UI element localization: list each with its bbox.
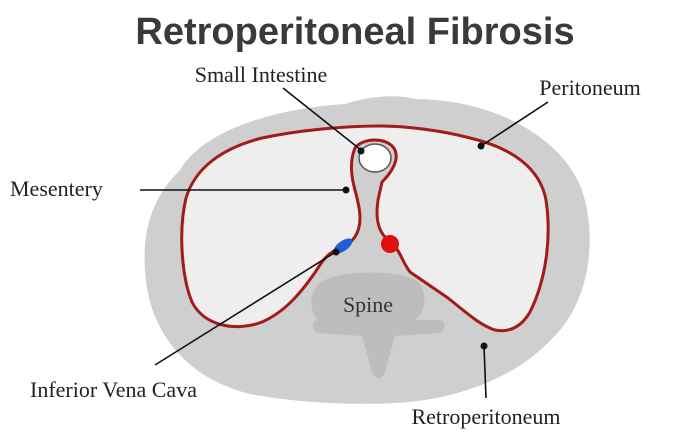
leader-inferior-vena-cava	[154, 252, 335, 366]
small-intestine-loop	[358, 143, 392, 173]
leader-small-intestine	[282, 87, 362, 151]
aorta	[381, 235, 399, 253]
dot-peritoneum	[477, 142, 485, 150]
dot-small-intestine	[357, 147, 365, 155]
label-small-intestine: Small Intestine	[195, 62, 328, 87]
dot-mesentery	[342, 186, 350, 194]
spine-shape	[311, 272, 445, 378]
dot-inferior-vena-cava	[332, 248, 340, 256]
diagram-title: Retroperitoneal Fibrosis	[135, 11, 574, 53]
label-peritoneum: Peritoneum	[539, 75, 640, 100]
label-mesentery: Mesentery	[10, 176, 103, 201]
label-spine: Spine	[343, 292, 393, 317]
leader-peritoneum	[480, 101, 549, 147]
label-inferior-vena-cava: Inferior Vena Cava	[30, 377, 197, 402]
leader-retroperitoneum	[483, 345, 487, 399]
label-retroperitoneum: Retroperitoneum	[411, 404, 560, 429]
dot-retroperitoneum	[480, 342, 488, 350]
